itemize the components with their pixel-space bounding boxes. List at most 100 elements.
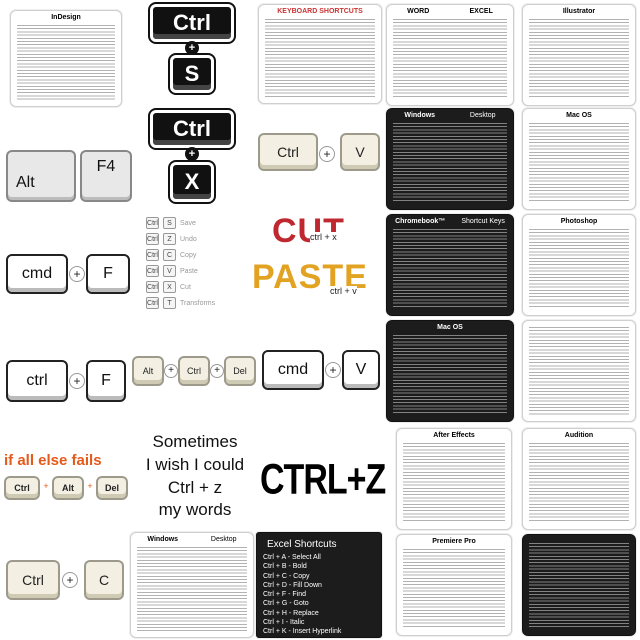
shortcut-lines	[403, 443, 505, 523]
mac-os-small-sticker: Mac OS	[522, 108, 636, 210]
if-all-else-fails-text: if all else fails	[4, 452, 102, 469]
shortcut-lines	[265, 19, 375, 97]
sticker-title: Illustrator	[562, 8, 596, 15]
sticker-title: Mac OS	[566, 112, 592, 119]
del-key: Del	[224, 356, 256, 386]
shortcut-key: X	[163, 281, 176, 293]
shortcut-lines	[17, 25, 115, 100]
grid-shortcuts-sticker	[522, 320, 636, 422]
plus-sign: +	[62, 572, 78, 588]
v-key: V	[340, 133, 380, 171]
sticker-title: Chromebook™	[395, 218, 446, 225]
ctrl-key: Ctrl	[178, 356, 210, 386]
sticker-title: Windows	[404, 112, 436, 119]
sticker-subtitle: Desktop	[469, 112, 496, 119]
shortcut-lines	[393, 123, 507, 203]
audition-sticker: Audition	[522, 428, 636, 530]
premiere-sticker: Premiere Pro	[396, 534, 512, 636]
indesign-sticker: InDesign	[10, 10, 122, 107]
shortcut-lines	[529, 229, 629, 309]
sticker-title: Mac OS	[437, 324, 463, 331]
plus-sign: +	[69, 373, 85, 389]
v-key: V	[342, 350, 380, 390]
ctrl-key: Ctrl	[150, 4, 234, 42]
c-key: C	[84, 560, 124, 600]
excel-title: EXCEL	[469, 8, 493, 15]
paste-shortcut: ctrl + v	[330, 286, 357, 296]
shortcut-lines	[529, 543, 629, 629]
plus-sign: +	[69, 266, 85, 282]
shortcut-label: Copy	[180, 251, 197, 259]
sometimes-line4: my words	[158, 500, 232, 519]
photoshop-sticker: Photoshop	[522, 214, 636, 316]
ctrl-key: Ctrl	[258, 133, 318, 171]
list-item: Ctrl + G - Goto	[263, 600, 309, 608]
shortcut-lines	[529, 123, 629, 203]
cmd-key: cmd	[6, 254, 68, 294]
list-item: Ctrl + A - Select All	[263, 554, 321, 561]
sticker-subtitle: Desktop	[210, 536, 237, 543]
plus-sign: +	[325, 362, 341, 378]
shortcut-lines	[393, 229, 507, 309]
plus-sign: +	[164, 364, 178, 378]
list-item: Ctrl + F - Find	[263, 591, 306, 599]
list-item: Ctrl + D - Fill Down	[263, 581, 322, 589]
shortcut-label: Cut	[180, 283, 191, 291]
alt-key: Alt	[6, 150, 76, 202]
sometimes-line2: I wish I could	[145, 455, 245, 474]
list-item: Ctrl + I - Italic	[263, 619, 305, 627]
list-item: Ctrl + H - Replace	[263, 609, 319, 617]
sticker-title: KEYBOARD SHORTCUTS	[277, 8, 363, 15]
x-key: X	[170, 162, 214, 202]
after-effects-sticker: After Effects	[396, 428, 512, 530]
sticker-title: Windows	[147, 536, 179, 543]
shortcut-key: Z	[163, 233, 176, 245]
plus-sign: +	[185, 147, 199, 161]
dark-list-sticker	[522, 534, 636, 636]
sticker-title: Excel Shortcuts	[267, 539, 337, 550]
ctrl-key: Ctrl	[150, 110, 234, 148]
shortcut-label: Save	[180, 219, 196, 227]
windows-sticker: Windows Desktop	[386, 108, 514, 210]
shortcut-list: Ctrl + A - Select All Ctrl + B - Bold Ct…	[263, 553, 341, 637]
ctrl-key: Ctrl	[4, 476, 40, 500]
chromebook-sticker: Chromebook™ Shortcut Keys	[386, 214, 514, 316]
del-key: Del	[96, 476, 128, 500]
s-key: S	[170, 55, 214, 93]
shortcut-label: Paste	[180, 267, 198, 275]
illustrator-sticker: Illustrator	[522, 4, 636, 106]
list-item: Ctrl + K - Insert Hyperlink	[263, 628, 342, 636]
sometimes-line1: Sometimes	[152, 432, 238, 451]
sticker-title: Audition	[564, 432, 594, 439]
sticker-title: Premiere Pro	[432, 538, 476, 545]
excel-shortcuts-sticker: Excel Shortcuts Ctrl + A - Select All Ct…	[256, 532, 382, 638]
cut-shortcut: ctrl + x	[310, 232, 337, 242]
shortcut-lines	[529, 19, 629, 99]
shortcut-key: T	[163, 297, 176, 309]
shortcut-key: S	[163, 217, 176, 229]
list-item: Ctrl + B - Bold	[263, 563, 307, 571]
plus-sign: +	[185, 41, 199, 55]
shortcut-lines	[529, 327, 629, 415]
alt-key: Alt	[52, 476, 84, 500]
plus-sign: +	[84, 481, 96, 493]
windows-bottom-sticker: Windows Desktop	[130, 532, 254, 638]
mac-os-sticker: Mac OS	[386, 320, 514, 422]
plus-sign: +	[40, 481, 52, 493]
shortcut-lines	[137, 547, 247, 631]
plus-sign: +	[319, 146, 335, 162]
cut-text: CUT	[272, 212, 345, 250]
cmd-key: cmd	[262, 350, 324, 390]
word-excel-sticker: WORD EXCEL	[386, 4, 514, 106]
shortcut-lines	[393, 335, 507, 415]
sticker-title: InDesign	[51, 14, 81, 21]
plus-sign: +	[210, 364, 224, 378]
f4-key: F4	[80, 150, 132, 202]
shortcut-key: C	[163, 249, 176, 261]
